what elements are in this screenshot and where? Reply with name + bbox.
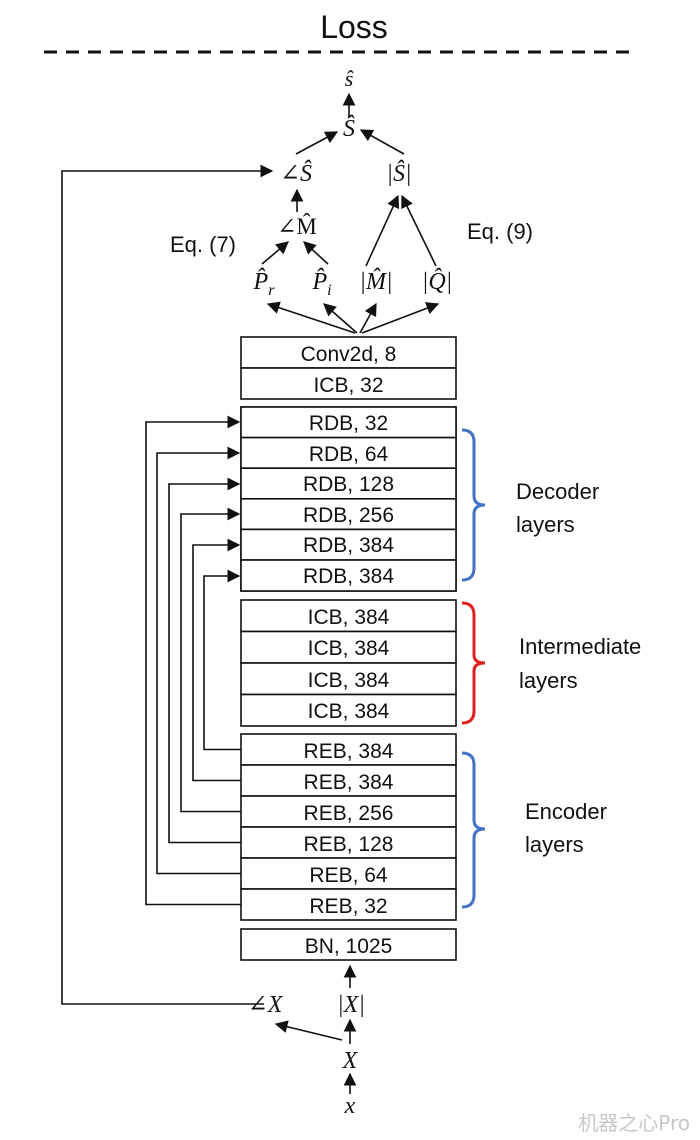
encoder-block: REB, 64 (240, 857, 457, 890)
phase-M-hat-node: ∠M̂ (277, 213, 317, 239)
eq9-label: Eq. (9) (467, 219, 533, 244)
s-hat-output: ŝ (345, 66, 354, 91)
svg-text:REB, 256: REB, 256 (304, 802, 394, 825)
intermediate-block: ICB, 384 (240, 599, 457, 633)
intermediate-group-label: Intermediate layers (519, 634, 647, 693)
svg-text:ICB, 384: ICB, 384 (308, 700, 390, 723)
decoder-block: RDB, 384 (240, 528, 457, 561)
svg-text:REB, 384: REB, 384 (304, 771, 394, 794)
encoder-block: REB, 128 (240, 826, 457, 859)
decoder-bracket (461, 428, 486, 582)
encoder-block: REB, 384 (240, 733, 457, 766)
loss-label: Loss (320, 9, 388, 45)
phase-X-node: ∠X (248, 992, 284, 1018)
S-hat-node: Ŝ (343, 115, 355, 142)
svg-text:REB, 32: REB, 32 (309, 895, 387, 918)
mag-Q-hat-node: |Q̂| (422, 268, 453, 295)
intermediate-bracket (461, 601, 486, 725)
encoder-bracket (461, 751, 486, 909)
bottom-arrows (274, 964, 357, 1094)
bottom-block: BN, 1025 (240, 928, 457, 961)
P-i-hat-node: P̂i (311, 268, 331, 299)
svg-text:ICB, 384: ICB, 384 (308, 669, 390, 692)
head-block: Conv2d, 8 (240, 336, 457, 369)
mag-S-hat-node: |Ŝ| (386, 160, 411, 187)
svg-text:ICB, 384: ICB, 384 (308, 606, 390, 629)
encoder-block: REB, 32 (240, 888, 457, 921)
phase-skip-arrow (61, 164, 274, 1005)
watermark: 机器之心Pro (578, 1111, 690, 1135)
decoder-block: RDB, 256 (240, 497, 457, 531)
decoder-group-label: Decoder layers (516, 479, 605, 537)
head-blocks: Conv2d, 8 ICB, 32 (240, 336, 457, 400)
mag-X-node: |X| (337, 992, 365, 1018)
X-node: X (342, 1048, 359, 1074)
svg-text:REB, 64: REB, 64 (309, 864, 388, 887)
svg-text:REB, 384: REB, 384 (304, 740, 394, 763)
top-arrows (261, 92, 440, 334)
phase-S-hat-node: ∠Ŝ (280, 160, 312, 187)
encoder-block: REB, 384 (240, 764, 457, 797)
intermediate-block: ICB, 384 (240, 693, 457, 727)
head-block: ICB, 32 (240, 367, 457, 400)
decoder-block: RDB, 32 (240, 406, 457, 439)
mag-M-hat-node: |M̂| (359, 268, 392, 295)
intermediate-block: ICB, 384 (240, 662, 457, 696)
intermediate-block: ICB, 384 (240, 630, 457, 664)
decoder-block: RDB, 384 (240, 559, 457, 592)
decoder-block: RDB, 64 (240, 436, 457, 470)
svg-text:BN, 1025: BN, 1025 (305, 935, 393, 958)
x-input: x (344, 1093, 356, 1119)
eq7-label: Eq. (7) (170, 232, 236, 257)
svg-text:REB, 128: REB, 128 (304, 833, 394, 856)
svg-text:ICB, 32: ICB, 32 (313, 374, 383, 397)
P-r-hat-node: P̂r (253, 268, 276, 299)
encoder-blocks: REB, 384 REB, 384 REB, 256 REB, 128 REB,… (240, 733, 457, 921)
svg-text:RDB, 32: RDB, 32 (309, 412, 388, 435)
svg-text:RDB, 64: RDB, 64 (309, 443, 389, 466)
svg-text:RDB, 128: RDB, 128 (303, 473, 394, 496)
decoder-block: RDB, 128 (240, 467, 457, 500)
svg-text:RDB, 384: RDB, 384 (303, 534, 394, 557)
svg-text:RDB, 384: RDB, 384 (303, 565, 394, 588)
svg-text:ICB, 384: ICB, 384 (308, 637, 390, 660)
encoder-block: REB, 256 (240, 795, 457, 828)
skip-connections (145, 415, 241, 906)
intermediate-blocks: ICB, 384 ICB, 384 ICB, 384 ICB, 384 (240, 599, 457, 727)
encoder-group-label: Encoder layers (525, 799, 613, 857)
svg-text:Conv2d, 8: Conv2d, 8 (301, 343, 397, 366)
svg-text:RDB, 256: RDB, 256 (303, 504, 394, 527)
decoder-blocks: RDB, 32 RDB, 64 RDB, 128 RDB, 256 RDB, 3… (240, 406, 457, 592)
